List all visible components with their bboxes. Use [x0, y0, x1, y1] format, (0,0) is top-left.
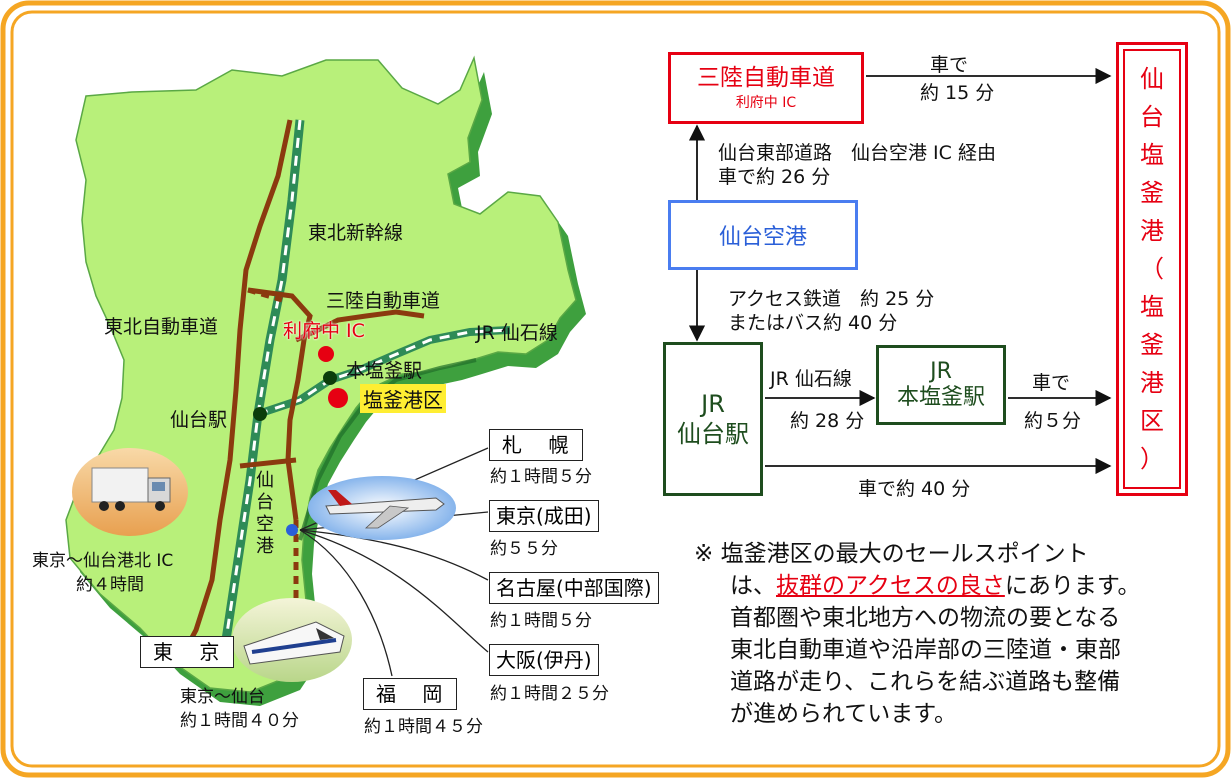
jr-honshiogama-line1: JR: [930, 359, 952, 384]
port-char: ）: [1140, 445, 1164, 473]
note-block: ※ 塩釜港区の最大のセールスポイント は、抜群のアクセスの良さにあります。 首都…: [694, 538, 1141, 730]
port-char: 区: [1140, 407, 1164, 435]
edge-airport-sanriku-line2: 車で約 26 分: [718, 166, 831, 188]
edge-airport-jr-line1: アクセス鉄道 約 25 分: [728, 288, 935, 310]
jr-honshiogama-station-box: JR 本塩釜駅: [876, 345, 1006, 425]
port-char: 港: [1140, 217, 1164, 245]
truck-image: [72, 448, 188, 536]
label-tohoku-expressway: 東北自動車道: [104, 316, 219, 338]
flight-city-osaka: 大阪(伊丹): [489, 644, 599, 676]
flight-time-osaka: 約１時間２５分: [490, 684, 609, 704]
port-char: 塩: [1140, 141, 1164, 169]
jr-sendai-station-box: JR 仙台駅: [663, 342, 763, 496]
note-line4: 東北自動車道や沿岸部の三陸道・東部: [730, 637, 1121, 663]
sanriku-expressway-road: [294, 309, 425, 343]
sendai-airport-box: 仙台空港: [668, 200, 858, 270]
flight-city-narita: 東京(成田): [489, 500, 599, 532]
edge-jr-port: 車で約 40 分: [858, 478, 971, 500]
jr-honshiogama-line2: 本塩釜駅: [896, 385, 985, 410]
sendai-station-dot: [253, 407, 267, 421]
jr-sendai-line1: JR: [701, 390, 725, 418]
edge-sanriku-port-line2: 約 15 分: [920, 82, 995, 104]
edge-jr-honshiogama-line2: 約 28 分: [790, 410, 865, 432]
note-line6: が進められています。: [730, 701, 958, 727]
tohoku-expressway-road: [177, 119, 293, 662]
note-line1: 塩釜港区の最大のセールスポイント: [720, 541, 1089, 567]
port-char: 釜: [1140, 331, 1164, 359]
sanriku-box-title: 三陸自動車道: [697, 65, 835, 91]
truck-route-line2: 約４時間: [76, 575, 144, 595]
port-char: 台: [1140, 103, 1164, 131]
label-rifu-ic: 利府中 IC: [283, 320, 365, 342]
port-char: 港: [1140, 369, 1164, 397]
flight-city-nagoya: 名古屋(中部国際): [489, 572, 659, 604]
train-route-line1: 東京〜仙台: [180, 687, 265, 707]
label-shinkansen: 東北新幹線: [308, 222, 404, 244]
sanriku-expressway-box: 三陸自動車道 利府中 IC: [668, 52, 864, 124]
label-sanriku-expressway: 三陸自動車道: [326, 290, 441, 312]
note-line2-pre: は、: [730, 573, 776, 599]
port-char: 釜: [1140, 179, 1164, 207]
note-line3: 首都圏や東北地方への物流の要となる: [730, 605, 1121, 631]
train-image: [232, 598, 352, 682]
flight-time-sapporo: 約１時間５分: [490, 467, 592, 487]
port-char: 仙: [1140, 65, 1164, 93]
edge-jr-honshiogama-line1: JR 仙石線: [770, 368, 852, 390]
flight-city-fukuoka: 福 岡: [363, 678, 458, 710]
jr-sendai-line2: 仙台駅: [677, 420, 749, 448]
airport-box-title: 仙台空港: [718, 225, 807, 250]
note-mark: ※: [694, 541, 714, 567]
edge-airport-sanriku-line1: 仙台東部道路 仙台空港 IC 経由: [718, 142, 996, 164]
label-sendai-station: 仙台駅: [170, 409, 228, 431]
edge-airport-jr-line2: またはバス約 40 分: [728, 312, 898, 334]
note-line5: 道路が走り、これらを結ぶ道路も整備: [730, 669, 1121, 695]
shiogama-port-dot: [328, 388, 348, 408]
flight-city-sapporo: 札 幌: [489, 429, 584, 461]
flight-time-fukuoka: 約１時間４５分: [364, 717, 483, 737]
flight-time-narita: 約５５分: [490, 539, 558, 559]
note-line2-post: にあります。: [1004, 573, 1141, 599]
port-char: 塩: [1140, 293, 1164, 321]
edge-honshiogama-port-line1: 車で: [1032, 372, 1071, 394]
sanriku-box-sub: 利府中 IC: [735, 95, 797, 111]
honshiogama-station-dot: [323, 371, 337, 385]
label-senseki-line: JR 仙石線: [476, 322, 558, 344]
label-sendai-airport: 仙台空港: [256, 470, 274, 557]
train-route-line2: 約１時間４０分: [180, 711, 299, 731]
label-shiogama-port: 塩釜港区: [360, 384, 446, 413]
sendai-shiogama-port-box: 仙 台 塩 釜 港 （ 塩 釜 港 区 ）: [1116, 42, 1188, 496]
sendai-airport-dot: [286, 524, 298, 536]
label-honshiogama-station: 本塩釜駅: [346, 360, 423, 382]
flight-time-nagoya: 約１時間５分: [490, 611, 592, 631]
tokyo-box: 東 京: [140, 636, 235, 668]
truck-route-line1: 東京〜仙台港北 IC: [32, 551, 174, 571]
edge-honshiogama-port-line2: 約５分: [1024, 410, 1082, 432]
plane-image: [308, 476, 456, 540]
note-line2-highlight: 抜群のアクセスの良さ: [776, 573, 1005, 599]
edge-sanriku-port-line1: 車で: [930, 54, 969, 76]
rifu-ic-dot: [318, 346, 334, 362]
port-char: （: [1140, 255, 1164, 283]
